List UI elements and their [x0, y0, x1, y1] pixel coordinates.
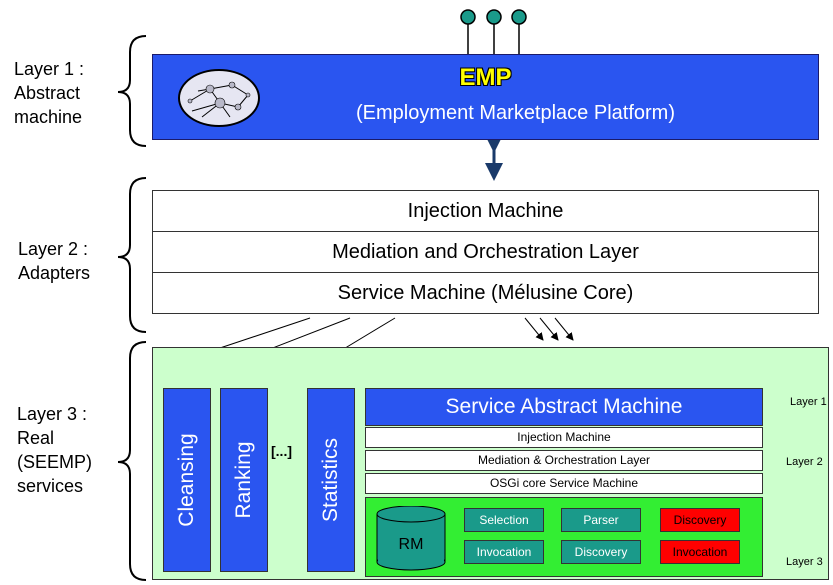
layer3-label-line2: Real: [17, 428, 55, 448]
rm-label: RM: [398, 536, 424, 553]
emp-subtitle: (Employment Marketplace Platform): [356, 102, 675, 124]
layer3-label-line3: (SEEMP): [17, 452, 93, 472]
sam-injection-row: Injection Machine: [365, 427, 763, 448]
layer1-label: Layer 1 : Abstract machine: [14, 57, 84, 129]
network-logo-icon: [178, 69, 260, 127]
layer1-label-line3: machine: [14, 107, 83, 127]
cleansing-label: Cleansing: [175, 433, 198, 527]
top-connectors: [460, 9, 527, 54]
invocation-cell-red: Invocation: [660, 540, 740, 564]
rm-database-icon: [376, 506, 446, 571]
layer3-brace: [117, 341, 147, 581]
emp-title: EMP: [459, 64, 512, 91]
layer3-label-line1: Layer 3 :: [17, 404, 88, 424]
statistics-label: Statistics: [319, 437, 342, 523]
layer2-label-line1: Layer 2 :: [18, 239, 89, 259]
ranking-label: Ranking: [232, 441, 255, 519]
layer2-label: Layer 2 : Adapters: [18, 237, 90, 285]
statistics-service: Statistics: [307, 388, 355, 572]
injection-machine-row: Injection Machine: [152, 190, 819, 232]
discovery-cell-red: Discovery: [660, 508, 740, 532]
layer1-label-line2: Abstract: [14, 83, 81, 103]
sam-osgi-row: OSGi core Service Machine: [365, 473, 763, 494]
ranking-service: Ranking: [220, 388, 268, 572]
mediation-orchestration-row: Mediation and Orchestration Layer: [152, 231, 819, 273]
layer2-label-line2: Adapters: [18, 263, 91, 283]
layer3-label: Layer 3 : Real (SEEMP) services: [17, 402, 92, 498]
sam-mediation-row: Mediation & Orchestration Layer: [365, 450, 763, 471]
layer2-brace: [117, 177, 147, 333]
parser-cell: Parser: [561, 508, 641, 532]
layer1-brace: [117, 35, 147, 147]
service-machine-row: Service Machine (Mélusine Core): [152, 272, 819, 314]
sam-services-area: RM Selection Parser Discovery Invocation…: [365, 497, 763, 577]
emp-box: EMP (Employment Marketplace Platform): [152, 54, 819, 140]
right-layer1-label: Layer 1: [790, 396, 827, 408]
layer3-label-line4: services: [17, 476, 84, 496]
right-layer2-label: Layer 2: [786, 456, 823, 468]
cleansing-service: Cleansing: [163, 388, 211, 572]
layer1-label-line1: Layer 1 :: [14, 59, 85, 79]
invocation-cell: Invocation: [464, 540, 544, 564]
discovery-cell: Discovery: [561, 540, 641, 564]
selection-cell: Selection: [464, 508, 544, 532]
more-services-ellipsis: [...]: [271, 443, 292, 459]
right-layer3-label: Layer 3: [786, 556, 823, 568]
service-abstract-machine: Service Abstract Machine: [365, 388, 763, 426]
